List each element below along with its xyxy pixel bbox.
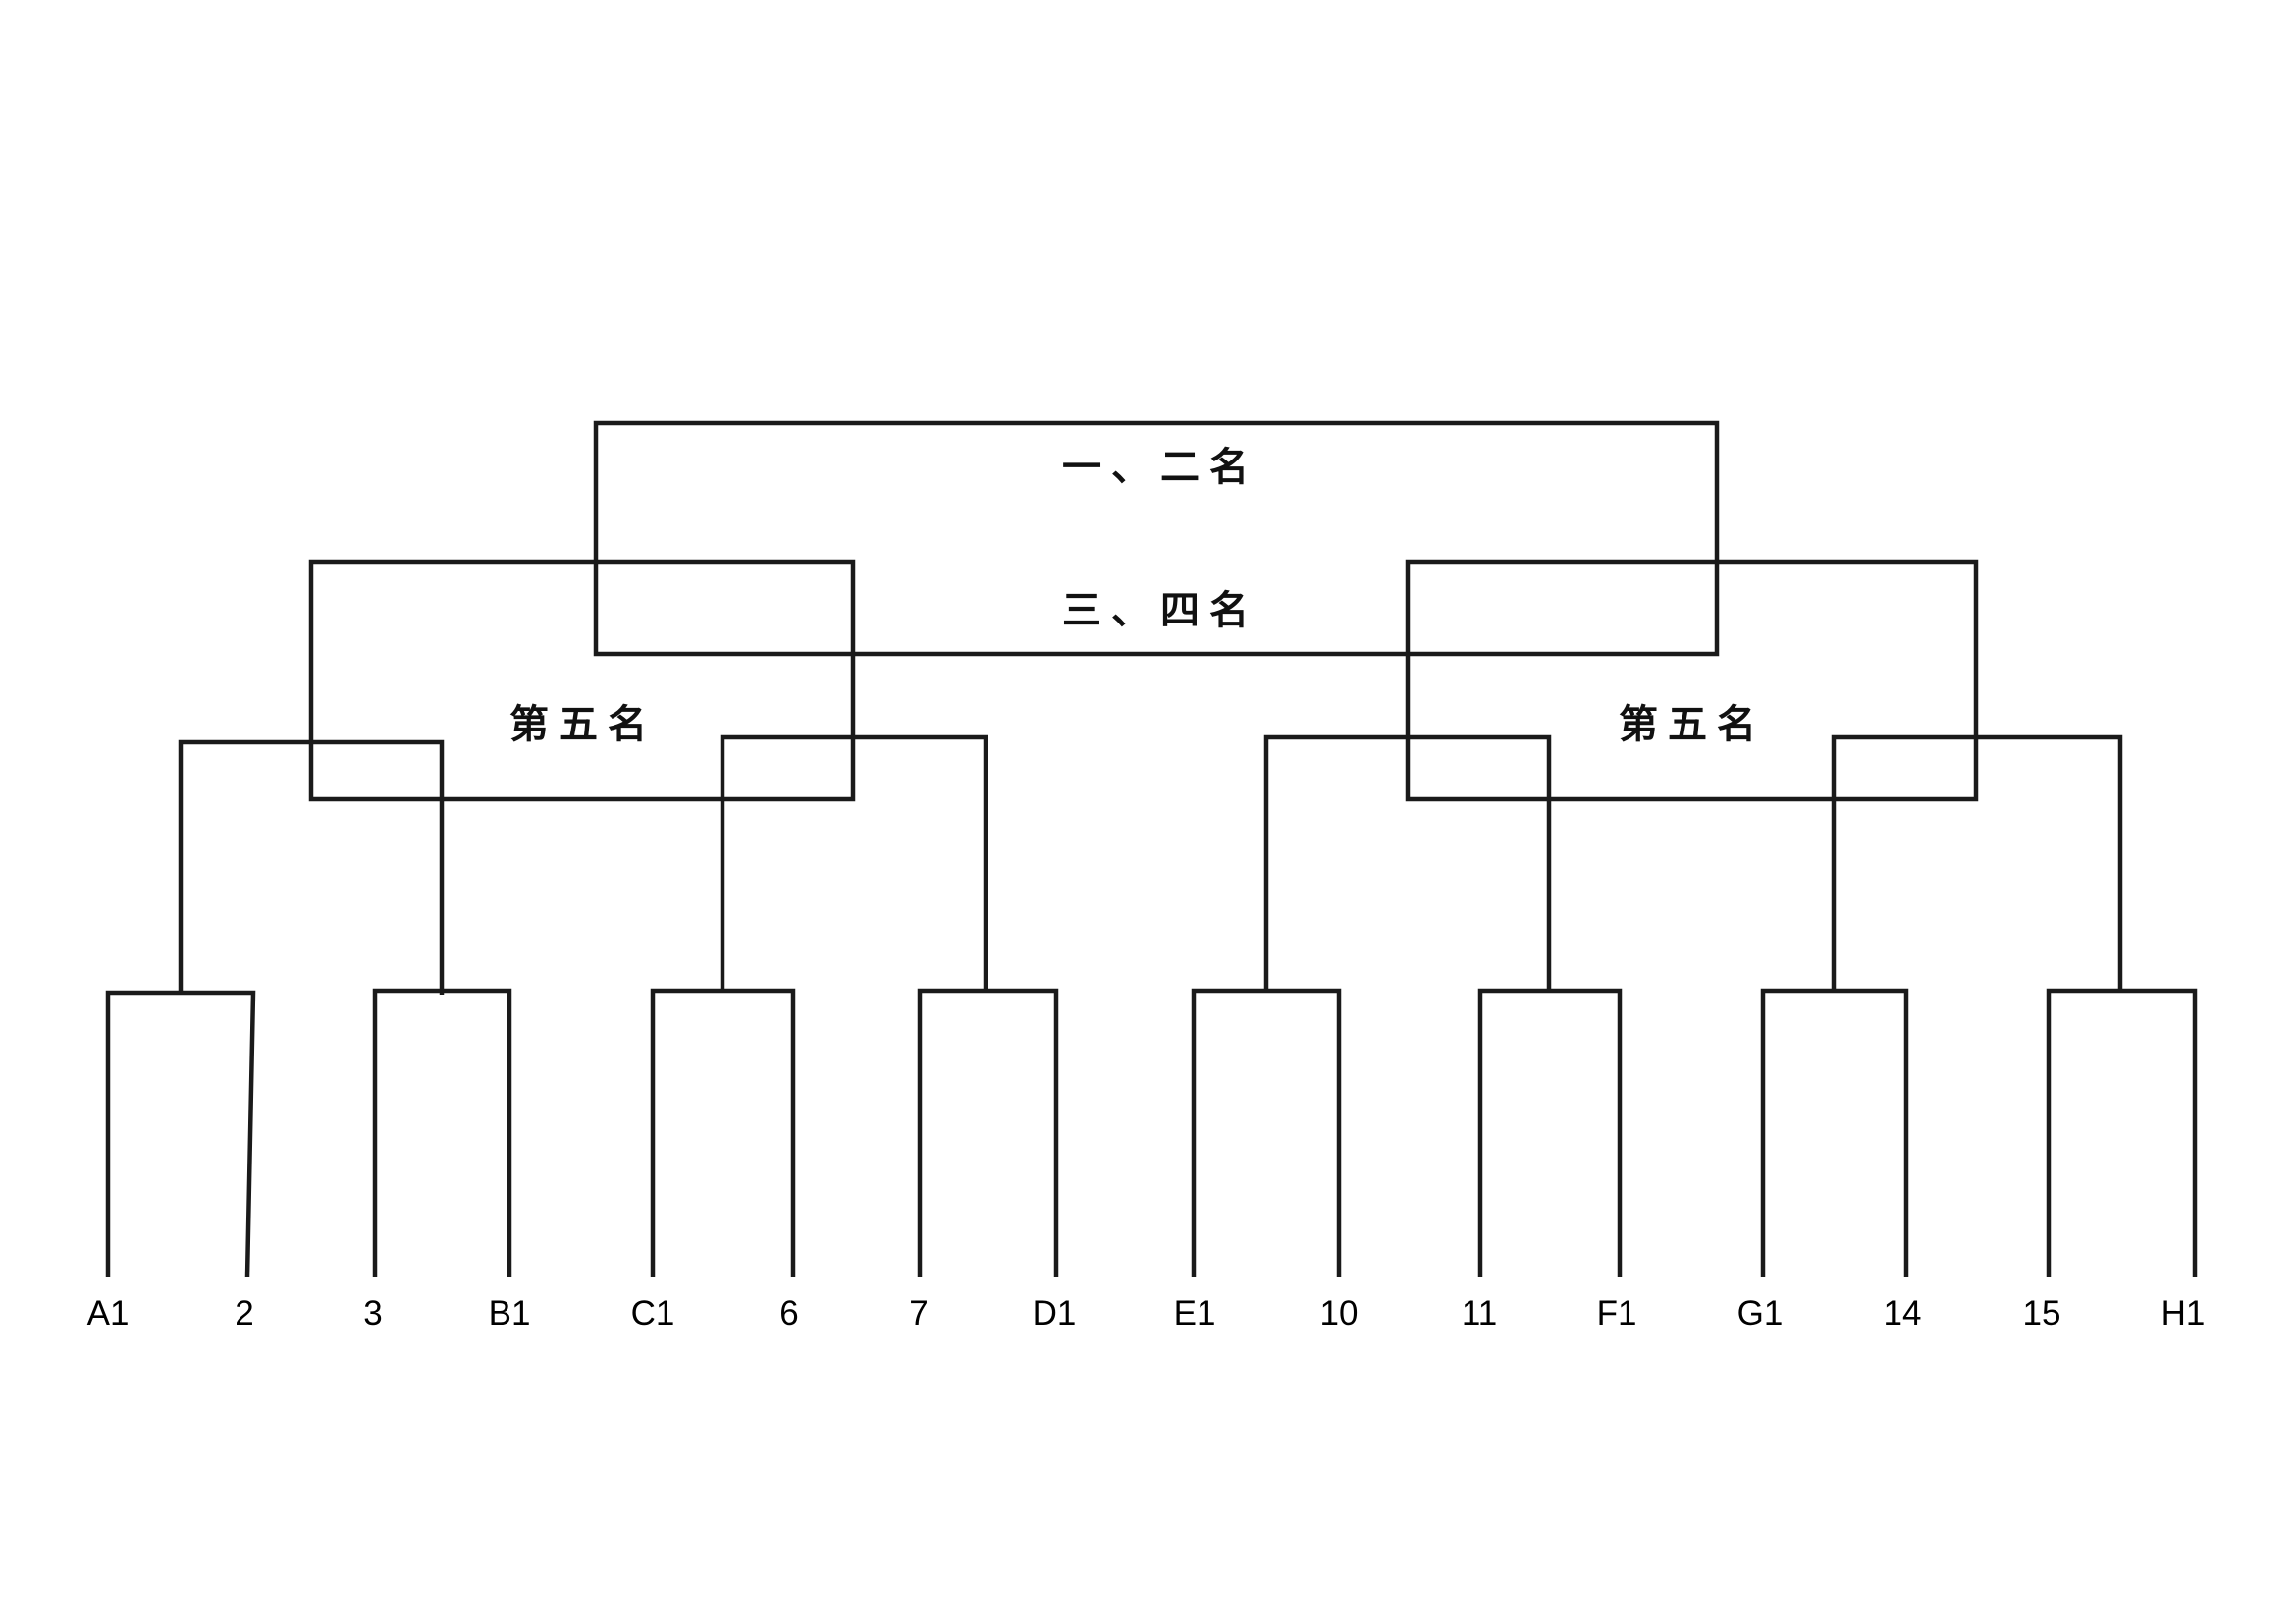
match-1-bracket [105,990,256,1278]
third-fourth-left-box [308,559,856,802]
third-fourth-place-label: 三、四名 [1062,587,1258,633]
team-label: B1 [488,1294,531,1332]
team-label: G1 [1736,1294,1784,1332]
first-second-place-label: 一、二名 [1062,444,1258,490]
team-label: H1 [2161,1294,2206,1332]
team-label: C1 [630,1294,675,1332]
team-label: 14 [1883,1294,1922,1332]
match-5-bracket [1191,988,1342,1277]
match-4-bracket [917,988,1059,1277]
team-label: 2 [235,1294,254,1332]
team-label: 7 [909,1294,929,1332]
team-label: 10 [1319,1294,1359,1332]
first-second-place-box [593,420,1720,657]
match-2-bracket [372,988,512,1277]
fifth-place-label-left: 第五名 [509,701,657,747]
team-label: E1 [1173,1294,1216,1332]
fifth-place-label-right: 第五名 [1619,701,1766,747]
match-3-bracket [650,988,796,1277]
team-label: 11 [1461,1294,1498,1332]
team-label: D1 [1032,1294,1077,1332]
team-label: 15 [2022,1294,2061,1332]
match-8-bracket [2046,988,2198,1277]
team-label: 3 [363,1294,383,1332]
match-6-bracket [1477,988,1623,1277]
match-7-bracket [1760,988,1909,1277]
third-fourth-right-box [1405,559,1979,802]
team-label: A1 [86,1294,130,1332]
team-label: F1 [1596,1294,1637,1332]
team-label: 6 [779,1294,799,1332]
